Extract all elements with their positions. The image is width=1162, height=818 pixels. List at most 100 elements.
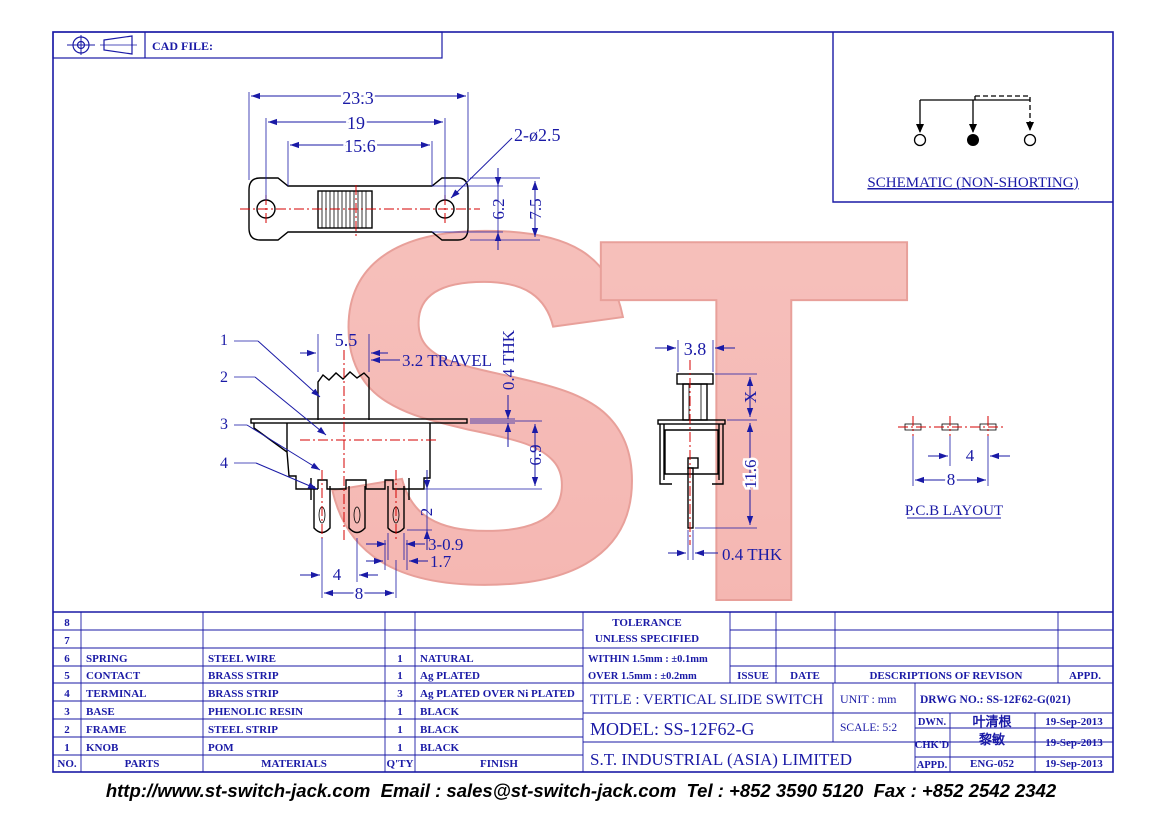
parts-row-no: 6 — [64, 653, 70, 665]
dim-pin-span: 8 — [355, 584, 364, 603]
pcb-layout: 4 8 P.C.B LAYOUT — [898, 416, 1010, 519]
parts-row-no: 1 — [64, 742, 70, 754]
parts-row-material: PHENOLIC RESIN — [208, 706, 303, 718]
parts-row-qty: 1 — [397, 742, 403, 754]
dim-hole-pitch: 19 — [347, 113, 365, 133]
tolerance-title: TOLERANCE — [612, 617, 681, 629]
side-view — [657, 360, 726, 545]
watermark-st-logo: S T — [317, 126, 914, 712]
parts-row-part: SPRING — [86, 653, 128, 665]
callout-3: 3 — [220, 416, 228, 433]
parts-header-finish: FINISH — [480, 758, 518, 770]
parts-row-finish: NATURAL — [420, 653, 474, 665]
tolerance-over: OVER 1.5mm : ±0.2mm — [588, 671, 697, 682]
dim-side-height: 11.6 — [741, 459, 760, 488]
parts-row-finish: Ag PLATED — [420, 670, 480, 682]
dim-side-x: X — [741, 391, 760, 403]
contact-footer: http://www.st-switch-jack.com Email : sa… — [105, 780, 1057, 801]
dim-overall-width: 23.3 — [342, 88, 374, 108]
dim-pin-length: 2 — [417, 508, 436, 517]
cad-file-label: CAD FILE: — [152, 39, 213, 53]
parts-row-part: TERMINAL — [86, 688, 147, 700]
dim-knob-width: 5.5 — [335, 330, 358, 350]
tolerance-revision-block: TOLERANCE UNLESS SPECIFIED WITHIN 1.5mm … — [583, 612, 1113, 684]
callout-1: 1 — [220, 332, 228, 349]
tolerance-subtitle: UNLESS SPECIFIED — [595, 633, 699, 645]
drawing-number: DRWG NO.: SS-12F62-G(021) — [920, 694, 1071, 706]
dim-pin-width: 3-0.9 — [428, 535, 463, 554]
revision-date-header: DATE — [790, 670, 820, 682]
side-view-dimensions: 3.8 X 11.6 0.4 THK — [655, 339, 783, 564]
revision-desc-header: DESCRIPTIONS OF REVISON — [869, 670, 1022, 682]
parts-row-material: BRASS STRIP — [208, 670, 279, 682]
sign-date-chkd: 19-Sep-2013 — [1045, 737, 1103, 749]
parts-header-qty: Q'TY — [387, 758, 414, 770]
parts-table: 8 7 6 SPRING STEEL WIRE 1 NATURAL 5 CONT… — [53, 611, 1113, 772]
parts-row-no: 2 — [64, 724, 70, 736]
parts-row-qty: 1 — [397, 706, 403, 718]
parts-row-no: 3 — [64, 706, 70, 718]
dim-travel: 3.2 TRAVEL — [402, 351, 492, 370]
tolerance-within: WITHIN 1.5mm : ±0.1mm — [588, 654, 708, 665]
front-view — [250, 350, 468, 540]
title-text: TITLE : VERTICAL SLIDE SWITCH — [590, 692, 823, 708]
dim-side-thickness: 0.4 THK — [722, 545, 783, 564]
dim-body-height: 6.9 — [526, 444, 545, 465]
callout-4: 4 — [220, 455, 228, 472]
parts-row-material: STEEL WIRE — [208, 653, 276, 665]
schematic-caption: SCHEMATIC (NON-SHORTING) — [867, 175, 1078, 191]
parts-row-no: 4 — [64, 688, 70, 700]
dim-plate-thickness: 0.4 THK — [499, 329, 518, 390]
pcb-dim-pitch: 4 — [966, 446, 975, 465]
sign-name-chkd: 黎敏 — [979, 732, 1006, 747]
company-name: S.T. INDUSTRIAL (ASIA) LIMITED — [590, 750, 852, 769]
revision-issue-header: ISSUE — [737, 670, 769, 682]
parts-row-material: BRASS STRIP — [208, 688, 279, 700]
pcb-layout-caption: P.C.B LAYOUT — [905, 503, 1003, 519]
parts-row-qty: 1 — [397, 724, 403, 736]
cad-header-box — [52, 31, 443, 59]
parts-row-qty: 3 — [397, 688, 403, 700]
front-view-dimensions: 5.5 3.2 TRAVEL 0.4 THK 6.9 2 3-0.9 1.7 4 — [300, 329, 545, 606]
parts-row-no: 7 — [64, 635, 70, 647]
parts-row-part: FRAME — [86, 724, 126, 736]
sign-role-dwn: DWN. — [918, 717, 947, 728]
parts-header-no: NO. — [57, 758, 77, 770]
parts-row-material: STEEL STRIP — [208, 724, 278, 736]
revision-appd-header: APPD. — [1069, 670, 1101, 682]
parts-row-finish: BLACK — [420, 706, 460, 718]
parts-row-finish: Ag PLATED OVER Ni PLATED — [420, 688, 575, 700]
parts-row-finish: BLACK — [420, 742, 460, 754]
parts-row-no: 8 — [64, 617, 70, 629]
dim-side-width: 3.8 — [684, 339, 707, 359]
dim-pin-gap: 1.7 — [430, 552, 452, 571]
dim-body-width: 15.6 — [344, 136, 376, 156]
parts-row-no: 5 — [64, 670, 70, 682]
projection-symbol-icon — [67, 35, 137, 55]
dim-inner-height: 6.2 — [489, 198, 508, 219]
dim-pin-pitch: 4 — [333, 565, 342, 584]
sign-date-appd: 19-Sep-2013 — [1045, 758, 1103, 770]
watermark-letter-t: T — [595, 130, 913, 711]
title-block: TITLE : VERTICAL SLIDE SWITCH UNIT : mm … — [583, 683, 1113, 772]
dim-hole-diameter: 2-ø2.5 — [514, 125, 561, 145]
parts-row-part: CONTACT — [86, 670, 141, 682]
parts-row-part: BASE — [86, 706, 115, 718]
dim-outer-height: 7.5 — [526, 198, 545, 219]
sign-date-dwn: 19-Sep-2013 — [1045, 716, 1103, 728]
callout-2: 2 — [220, 369, 228, 386]
sign-name-dwn: 叶清根 — [972, 714, 1012, 729]
sign-role-appd: APPD. — [917, 760, 948, 771]
parts-header-materials: MATERIALS — [261, 758, 327, 770]
unit-text: UNIT : mm — [840, 692, 897, 706]
parts-row-material: POM — [208, 742, 234, 754]
parts-row-qty: 1 — [397, 670, 403, 682]
sign-role-chkd: CHK'D — [915, 740, 950, 751]
model-text: MODEL: SS-12F62-G — [590, 719, 755, 739]
top-view-dimensions: 23.3 19 15.6 2-ø2.5 6.2 7.5 — [248, 86, 561, 250]
pcb-dim-span: 8 — [947, 470, 956, 489]
parts-header-parts: PARTS — [125, 758, 160, 770]
scale-text: SCALE: 5:2 — [840, 722, 897, 734]
